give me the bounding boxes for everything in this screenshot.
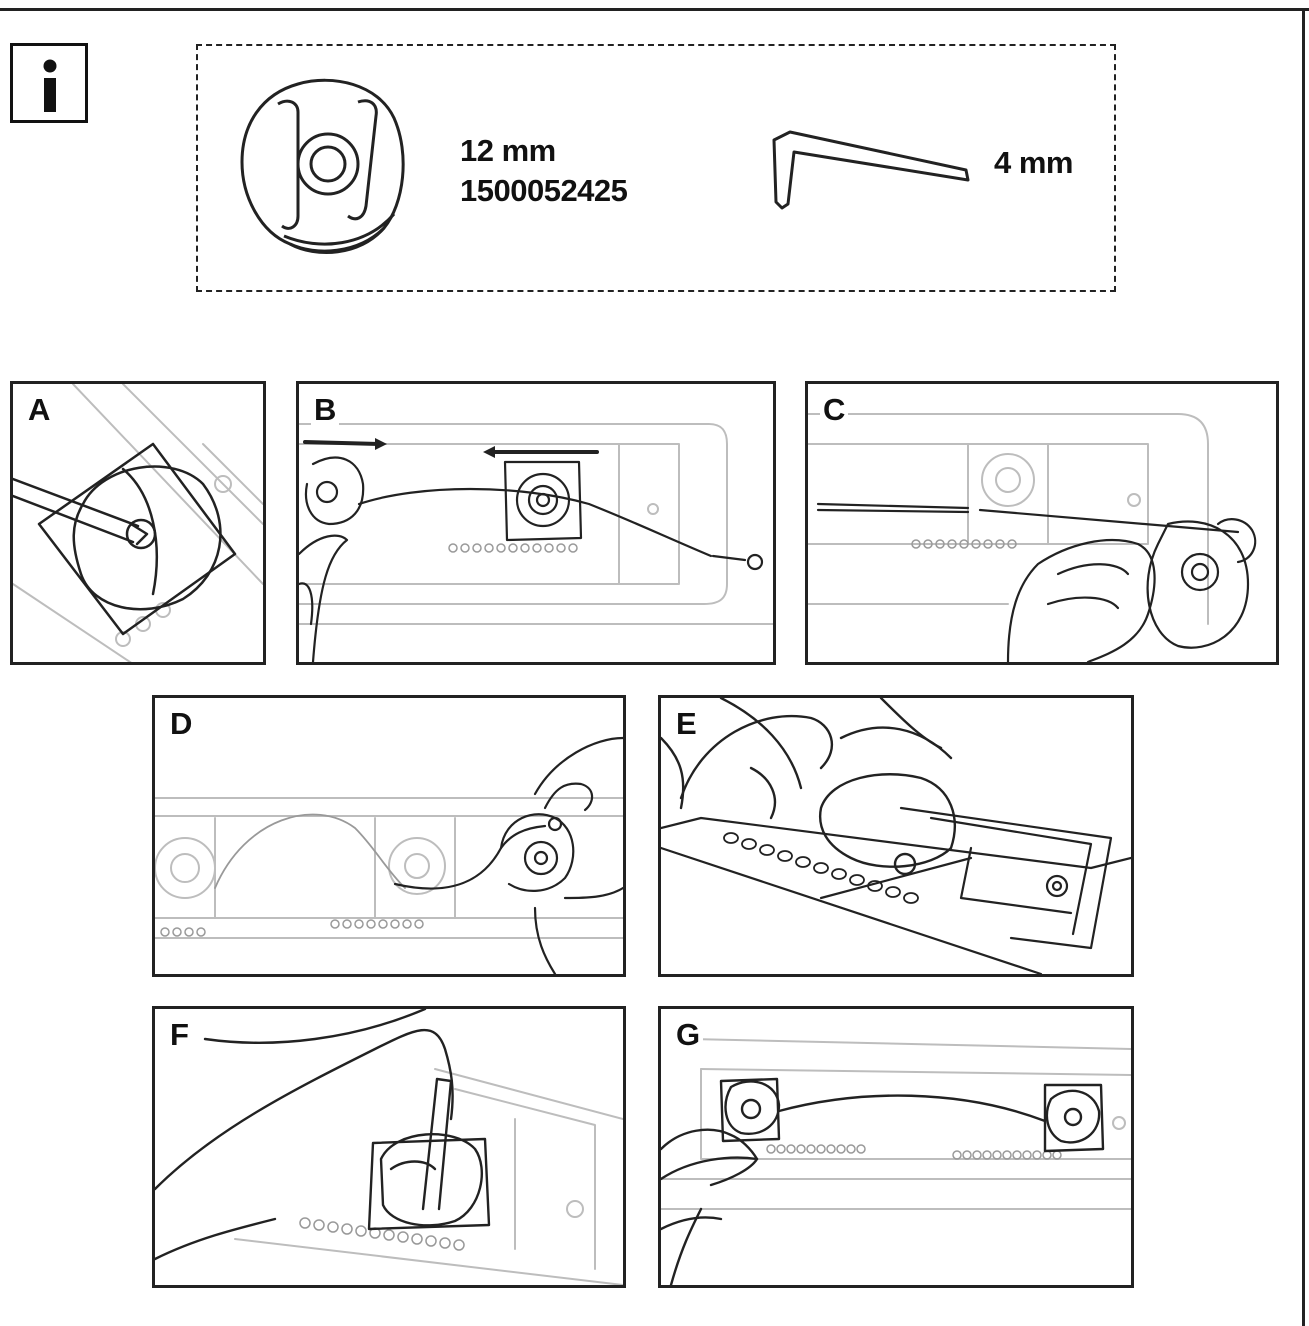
step-g-panel: G [658, 1006, 1134, 1288]
step-a-panel: A [10, 381, 266, 665]
info-icon [10, 43, 88, 123]
lock-nut-icon [240, 78, 405, 254]
step-letter-e: E [673, 706, 700, 742]
step-letter-f: F [167, 1017, 192, 1053]
step-d-panel: D [152, 695, 626, 977]
hex-key-icon [772, 130, 970, 210]
step-letter-g: G [673, 1017, 704, 1053]
right-rule [1302, 10, 1305, 1326]
step-f-panel: F [152, 1006, 626, 1288]
step-c-panel: C [805, 381, 1279, 665]
hex-key-size-label: 4 mm [994, 145, 1073, 180]
step-b-panel: B [296, 381, 776, 665]
step-letter-d: D [167, 706, 196, 742]
step-letter-a: A [25, 392, 54, 428]
nut-part-number: 1500052425 [460, 173, 628, 208]
nut-size-label: 12 mm [460, 133, 556, 168]
step-letter-b: B [311, 392, 340, 428]
step-letter-c: C [820, 392, 849, 428]
parts-box: 12 mm 1500052425 4 mm [196, 44, 1116, 292]
top-rule [0, 8, 1309, 11]
step-e-panel: E [658, 695, 1134, 977]
